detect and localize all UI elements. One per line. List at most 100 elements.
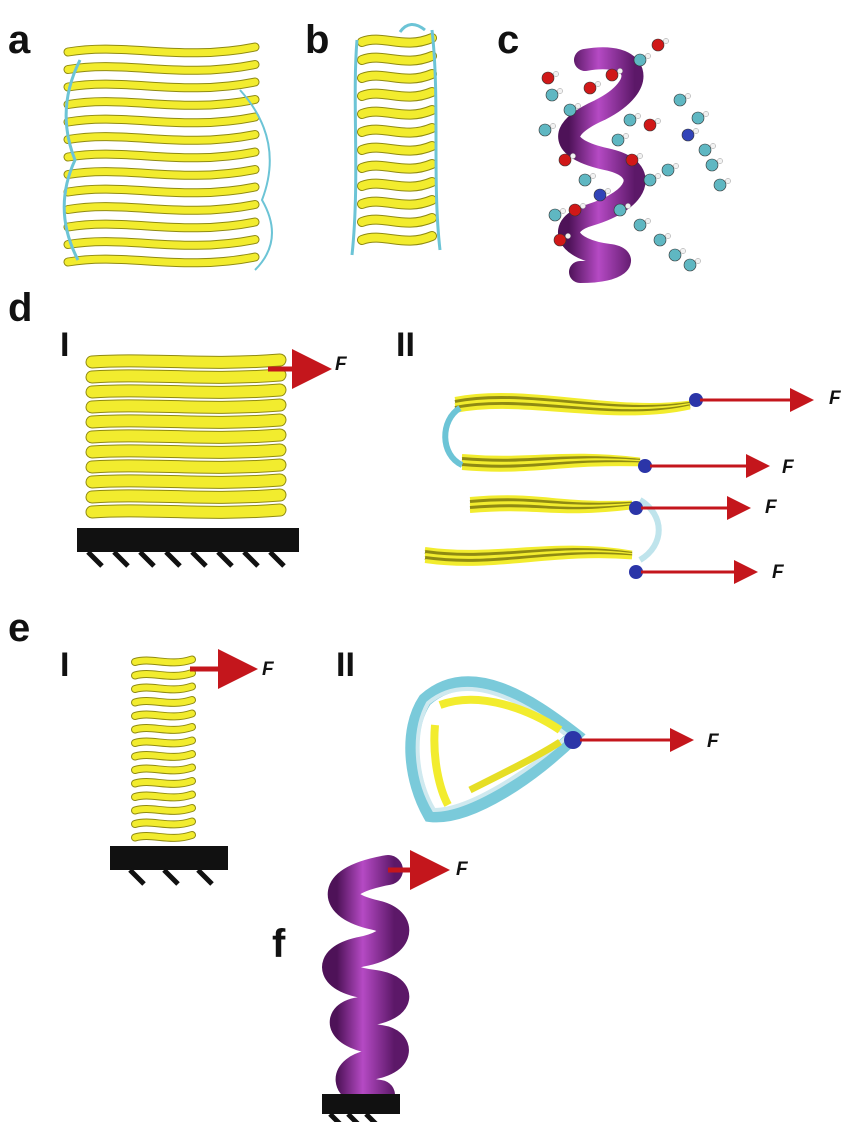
beta-strand bbox=[362, 56, 432, 61]
beta-strand bbox=[92, 420, 280, 422]
hydrogen-atom bbox=[695, 258, 700, 263]
hydrogen-atom bbox=[590, 173, 595, 178]
beta-strand bbox=[92, 360, 280, 362]
beta-strand bbox=[135, 727, 192, 730]
beta-solenoid-e-I bbox=[135, 660, 192, 838]
beta-strand bbox=[92, 405, 280, 407]
beta-strand bbox=[362, 218, 432, 223]
oxygen-atom bbox=[569, 204, 581, 216]
hydrogen-atom bbox=[560, 208, 565, 213]
carbon-atom bbox=[674, 94, 686, 106]
carbon-atom bbox=[612, 134, 624, 146]
hatch-line bbox=[330, 1114, 344, 1122]
hatch-line bbox=[192, 552, 206, 566]
hydrogen-atom bbox=[595, 81, 600, 86]
oxygen-atom bbox=[626, 154, 638, 166]
oxygen-atom bbox=[542, 72, 554, 84]
hatch-line bbox=[348, 1114, 362, 1122]
carbon-atom bbox=[549, 209, 561, 221]
beta-stack-d-I bbox=[92, 360, 280, 512]
hatch-line bbox=[166, 552, 180, 566]
hydrogen-atom bbox=[635, 113, 640, 118]
fixed-base-d-I bbox=[77, 528, 299, 552]
oxygen-atom bbox=[606, 69, 618, 81]
carbon-atom bbox=[669, 249, 681, 261]
carbon-atom bbox=[662, 164, 674, 176]
hatch-line bbox=[244, 552, 258, 566]
beta-strand bbox=[135, 673, 192, 676]
hydrogen-atom bbox=[645, 53, 650, 58]
beta-strand bbox=[92, 390, 280, 392]
hatch-line bbox=[114, 552, 128, 566]
hydrogen-atom bbox=[557, 88, 562, 93]
hydrogen-atom bbox=[623, 133, 628, 138]
hatch-line bbox=[366, 1114, 380, 1122]
hatch-line bbox=[130, 870, 144, 884]
beta-strand bbox=[92, 465, 280, 467]
carbon-atom bbox=[684, 259, 696, 271]
beta-strand bbox=[135, 754, 192, 757]
alpha-helix-c bbox=[539, 38, 731, 272]
hydrogen-atom bbox=[565, 233, 570, 238]
beta-strand bbox=[135, 795, 192, 798]
hydrogen-atom bbox=[570, 153, 575, 158]
carbon-atom bbox=[714, 179, 726, 191]
beta-strand bbox=[135, 741, 192, 744]
beta-strand bbox=[92, 435, 280, 437]
oxygen-atom bbox=[584, 82, 596, 94]
pull-atom-e-II bbox=[564, 731, 582, 749]
carbon-atom bbox=[539, 124, 551, 136]
nitrogen-atom bbox=[682, 129, 694, 141]
hatch-line bbox=[88, 552, 102, 566]
hydrogen-atom bbox=[645, 218, 650, 223]
alpha-helix-f bbox=[337, 870, 394, 1095]
carbon-atom bbox=[706, 159, 718, 171]
beta-strand bbox=[135, 768, 192, 771]
beta-strand bbox=[92, 510, 280, 512]
oxygen-atom bbox=[559, 154, 571, 166]
beta-strand bbox=[135, 660, 192, 663]
beta-strand bbox=[135, 781, 192, 784]
pull-atom-d-II-3 bbox=[629, 501, 643, 515]
hatch-line bbox=[218, 552, 232, 566]
carbon-atom bbox=[624, 114, 636, 126]
hatch-line bbox=[140, 552, 154, 566]
hydrogen-atom bbox=[553, 71, 558, 76]
carbon-atom bbox=[644, 174, 656, 186]
carbon-atom bbox=[692, 112, 704, 124]
hydrogen-atom bbox=[663, 38, 668, 43]
hydrogen-atom bbox=[617, 68, 622, 73]
beta-strand bbox=[135, 808, 192, 811]
carbon-atom bbox=[546, 89, 558, 101]
beta-strand bbox=[362, 92, 432, 97]
hydrogen-atom bbox=[665, 233, 670, 238]
hydrogen-atom bbox=[717, 158, 722, 163]
beta-strand bbox=[92, 450, 280, 452]
fixed-base-e-I bbox=[110, 846, 228, 870]
carbon-atom bbox=[579, 174, 591, 186]
hydrogen-atom bbox=[637, 153, 642, 158]
beta-strand bbox=[362, 236, 432, 241]
hydrogen-atom bbox=[580, 203, 585, 208]
base-hatch-e-I bbox=[130, 870, 212, 884]
oxygen-atom bbox=[554, 234, 566, 246]
base-hatch-d-I bbox=[88, 552, 284, 566]
beta-strand bbox=[135, 835, 192, 838]
carbon-atom bbox=[634, 219, 646, 231]
carbon-atom bbox=[614, 204, 626, 216]
hatch-line bbox=[164, 870, 178, 884]
beta-strand bbox=[362, 74, 432, 79]
beta-strand bbox=[135, 687, 192, 690]
hydrogen-atom bbox=[725, 178, 730, 183]
beta-strand bbox=[362, 38, 432, 43]
unfolded-sheets-d-II bbox=[425, 395, 690, 564]
beta-strand bbox=[92, 495, 280, 497]
hydrogen-atom bbox=[685, 93, 690, 98]
beta-strand bbox=[362, 200, 432, 205]
carbon-atom bbox=[699, 144, 711, 156]
oxygen-atom bbox=[652, 39, 664, 51]
hydrogen-atom bbox=[575, 103, 580, 108]
carbon-atom bbox=[654, 234, 666, 246]
fixed-base-f bbox=[322, 1094, 400, 1114]
